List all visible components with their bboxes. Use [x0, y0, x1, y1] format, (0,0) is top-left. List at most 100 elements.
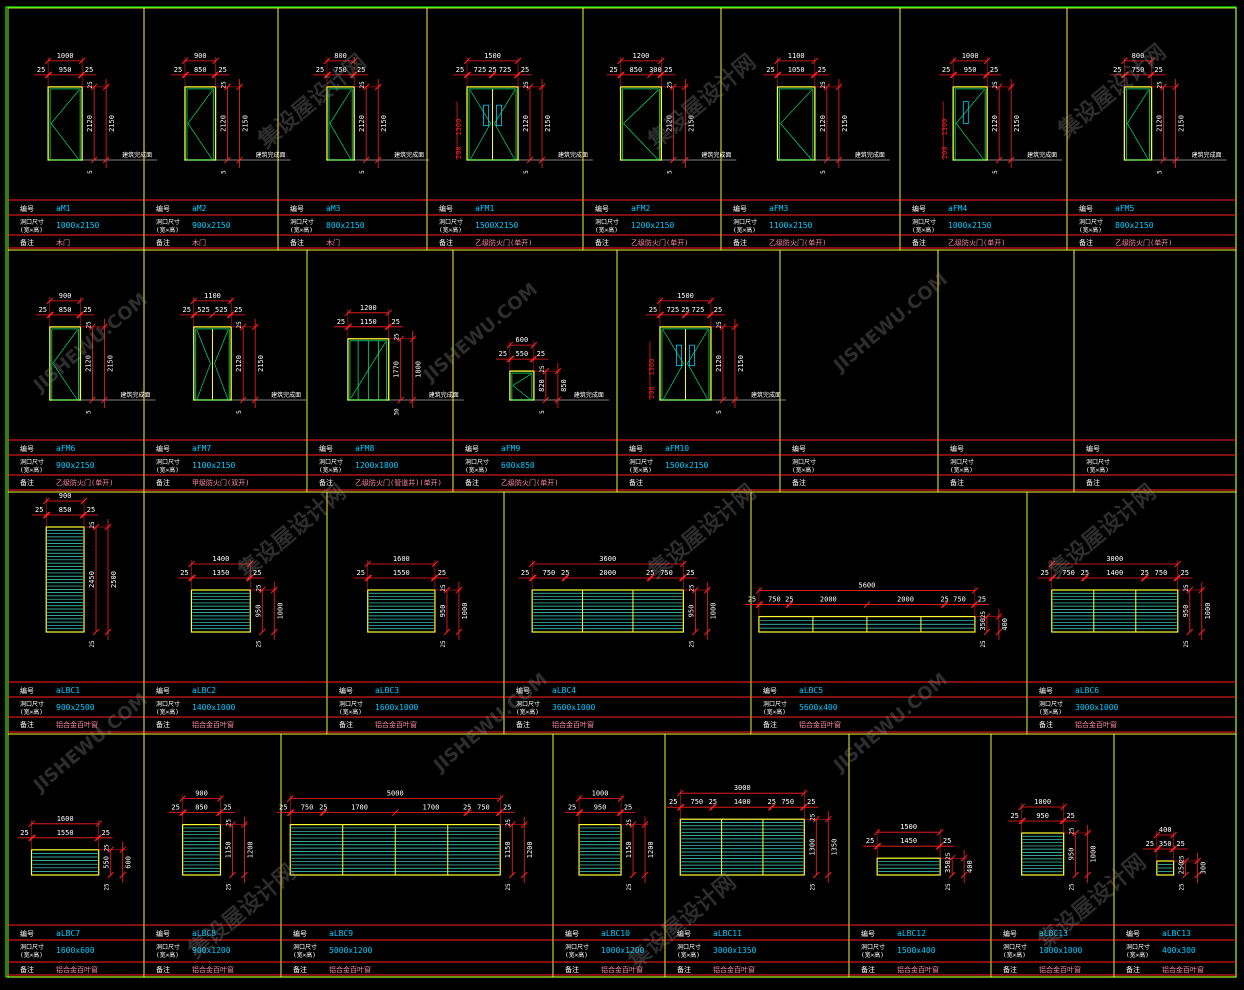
dimension-text: 25: [234, 306, 242, 314]
dimension-text: 850: [59, 306, 72, 314]
dimension-tick: [561, 574, 569, 582]
dimension-text: 5: [1157, 170, 1164, 174]
size-label: 洞口尺寸: [20, 700, 44, 708]
size-label: 洞口尺寸: [792, 458, 816, 466]
dimension-text: 1400: [1106, 569, 1123, 577]
dimension-tick: [1194, 871, 1201, 879]
dimension-text: 820: [538, 379, 546, 392]
dimension-text: 25: [35, 506, 43, 514]
opening-size: 900x2150: [56, 461, 95, 470]
opening-size: 800x2150: [1115, 221, 1154, 230]
dimension-tick: [1198, 628, 1206, 636]
dimension-tick: [101, 396, 108, 404]
dimension-tick: [529, 574, 537, 582]
dimension-text: 25: [83, 306, 91, 314]
dimension-text: 725: [499, 66, 512, 74]
dimension-text: 25: [87, 506, 95, 514]
note-label: 备注: [792, 478, 806, 487]
floor-label: 建筑完成面: [701, 151, 731, 159]
dimension-text: 25: [785, 596, 793, 604]
dimension-text: 25: [456, 66, 464, 74]
dimension-tick: [786, 601, 794, 608]
dimension-text: 950: [594, 804, 607, 812]
dimension-text: 25: [978, 596, 986, 604]
dimension-text: 5: [539, 410, 546, 414]
dimension-text: 2000: [820, 596, 837, 604]
dimension-text: 25: [85, 66, 93, 74]
dimension-text: 25: [253, 569, 261, 577]
dimension-tick: [995, 156, 1003, 164]
size-label-2: (宽×高): [565, 951, 588, 959]
dimension-tick: [44, 71, 52, 79]
dimension-text: 5: [523, 170, 530, 174]
dimension-tick: [189, 574, 196, 582]
dimension-tick: [935, 842, 943, 850]
dimension-text: 25: [980, 611, 987, 619]
dimension-text: 5600: [858, 582, 875, 590]
size-label: 洞口尺寸: [20, 458, 44, 466]
note-label: 备注: [156, 478, 170, 487]
dimension-text: 950: [1068, 848, 1076, 861]
size-label: 洞口尺寸: [1039, 700, 1063, 708]
dimension-tick: [983, 628, 991, 636]
dimension-text: 1150: [625, 841, 633, 858]
dimension-text: 25: [666, 81, 673, 89]
dimension-text: 750: [1155, 569, 1168, 577]
dimension-tick: [209, 311, 216, 319]
dimension-text: 5: [716, 410, 723, 414]
dimension-text: 1050: [788, 66, 805, 74]
door-swing-line: [50, 89, 80, 124]
dimension-text: 5000: [387, 790, 404, 798]
schedule-row: 编号洞口尺寸(宽×高)备注aFM6900x2150乙级防火门(单开)建筑完成面9…: [7, 249, 1237, 493]
element-note: 铝合金百叶窗: [329, 965, 371, 974]
dimension-text: 200: [941, 146, 949, 159]
louver-frame: [1021, 832, 1065, 876]
note-label: 备注: [156, 720, 170, 729]
dimension-text: 25: [809, 813, 816, 821]
dimension-tick: [691, 628, 699, 636]
dimension-tick: [374, 156, 382, 164]
dimension-text: 1450: [900, 837, 917, 845]
element-note: 铝合金百叶窗: [192, 720, 234, 729]
dimension-text: 25: [1183, 584, 1190, 592]
code-label: 编号: [629, 444, 643, 453]
dimension-text: 25: [1154, 66, 1162, 74]
dimension-text: 25: [171, 804, 179, 812]
door-swing-line: [50, 123, 80, 161]
note-label: 备注: [1079, 238, 1093, 247]
dimension-text: 1000: [592, 790, 609, 798]
size-label-2: (宽×高): [156, 466, 179, 474]
dimension-text: 750: [768, 596, 781, 604]
dimension-tick: [188, 574, 195, 582]
dimension-tick: [1049, 574, 1057, 582]
dimension-tick: [1019, 817, 1027, 825]
dimension-text: 1200: [526, 841, 534, 858]
dimension-text: 400: [1001, 618, 1009, 631]
opening-size: 1600x600: [56, 946, 95, 955]
dimension-tick: [941, 601, 949, 608]
code-label: 编号: [20, 444, 34, 453]
dimension-tick: [995, 628, 1003, 636]
door-swing-line: [329, 123, 352, 161]
dimension-tick: [1084, 871, 1092, 879]
dimension-tick: [629, 871, 637, 879]
cell-border: [1113, 733, 1237, 978]
door-swing-line: [1127, 123, 1149, 161]
dimension-tick: [226, 311, 234, 319]
dimension-tick: [719, 396, 727, 404]
dimension-text: 300: [649, 66, 662, 74]
dimension-tick: [94, 834, 102, 842]
floor-label: 建筑完成面: [271, 391, 301, 399]
element-note: 乙级防火门(单开): [501, 478, 558, 487]
dimension-tick: [45, 71, 53, 79]
dimension-text: 25: [1179, 855, 1186, 863]
element-note: 铝合金百叶窗: [1075, 720, 1117, 729]
dimension-text: 1400: [734, 798, 751, 806]
door-swing-line: [350, 341, 386, 399]
dimension-tick: [618, 71, 625, 79]
size-label: 洞口尺寸: [1079, 218, 1103, 226]
dimension-tick: [76, 311, 83, 319]
element-code: aM1: [56, 204, 71, 213]
dimension-text: 25: [624, 804, 632, 812]
